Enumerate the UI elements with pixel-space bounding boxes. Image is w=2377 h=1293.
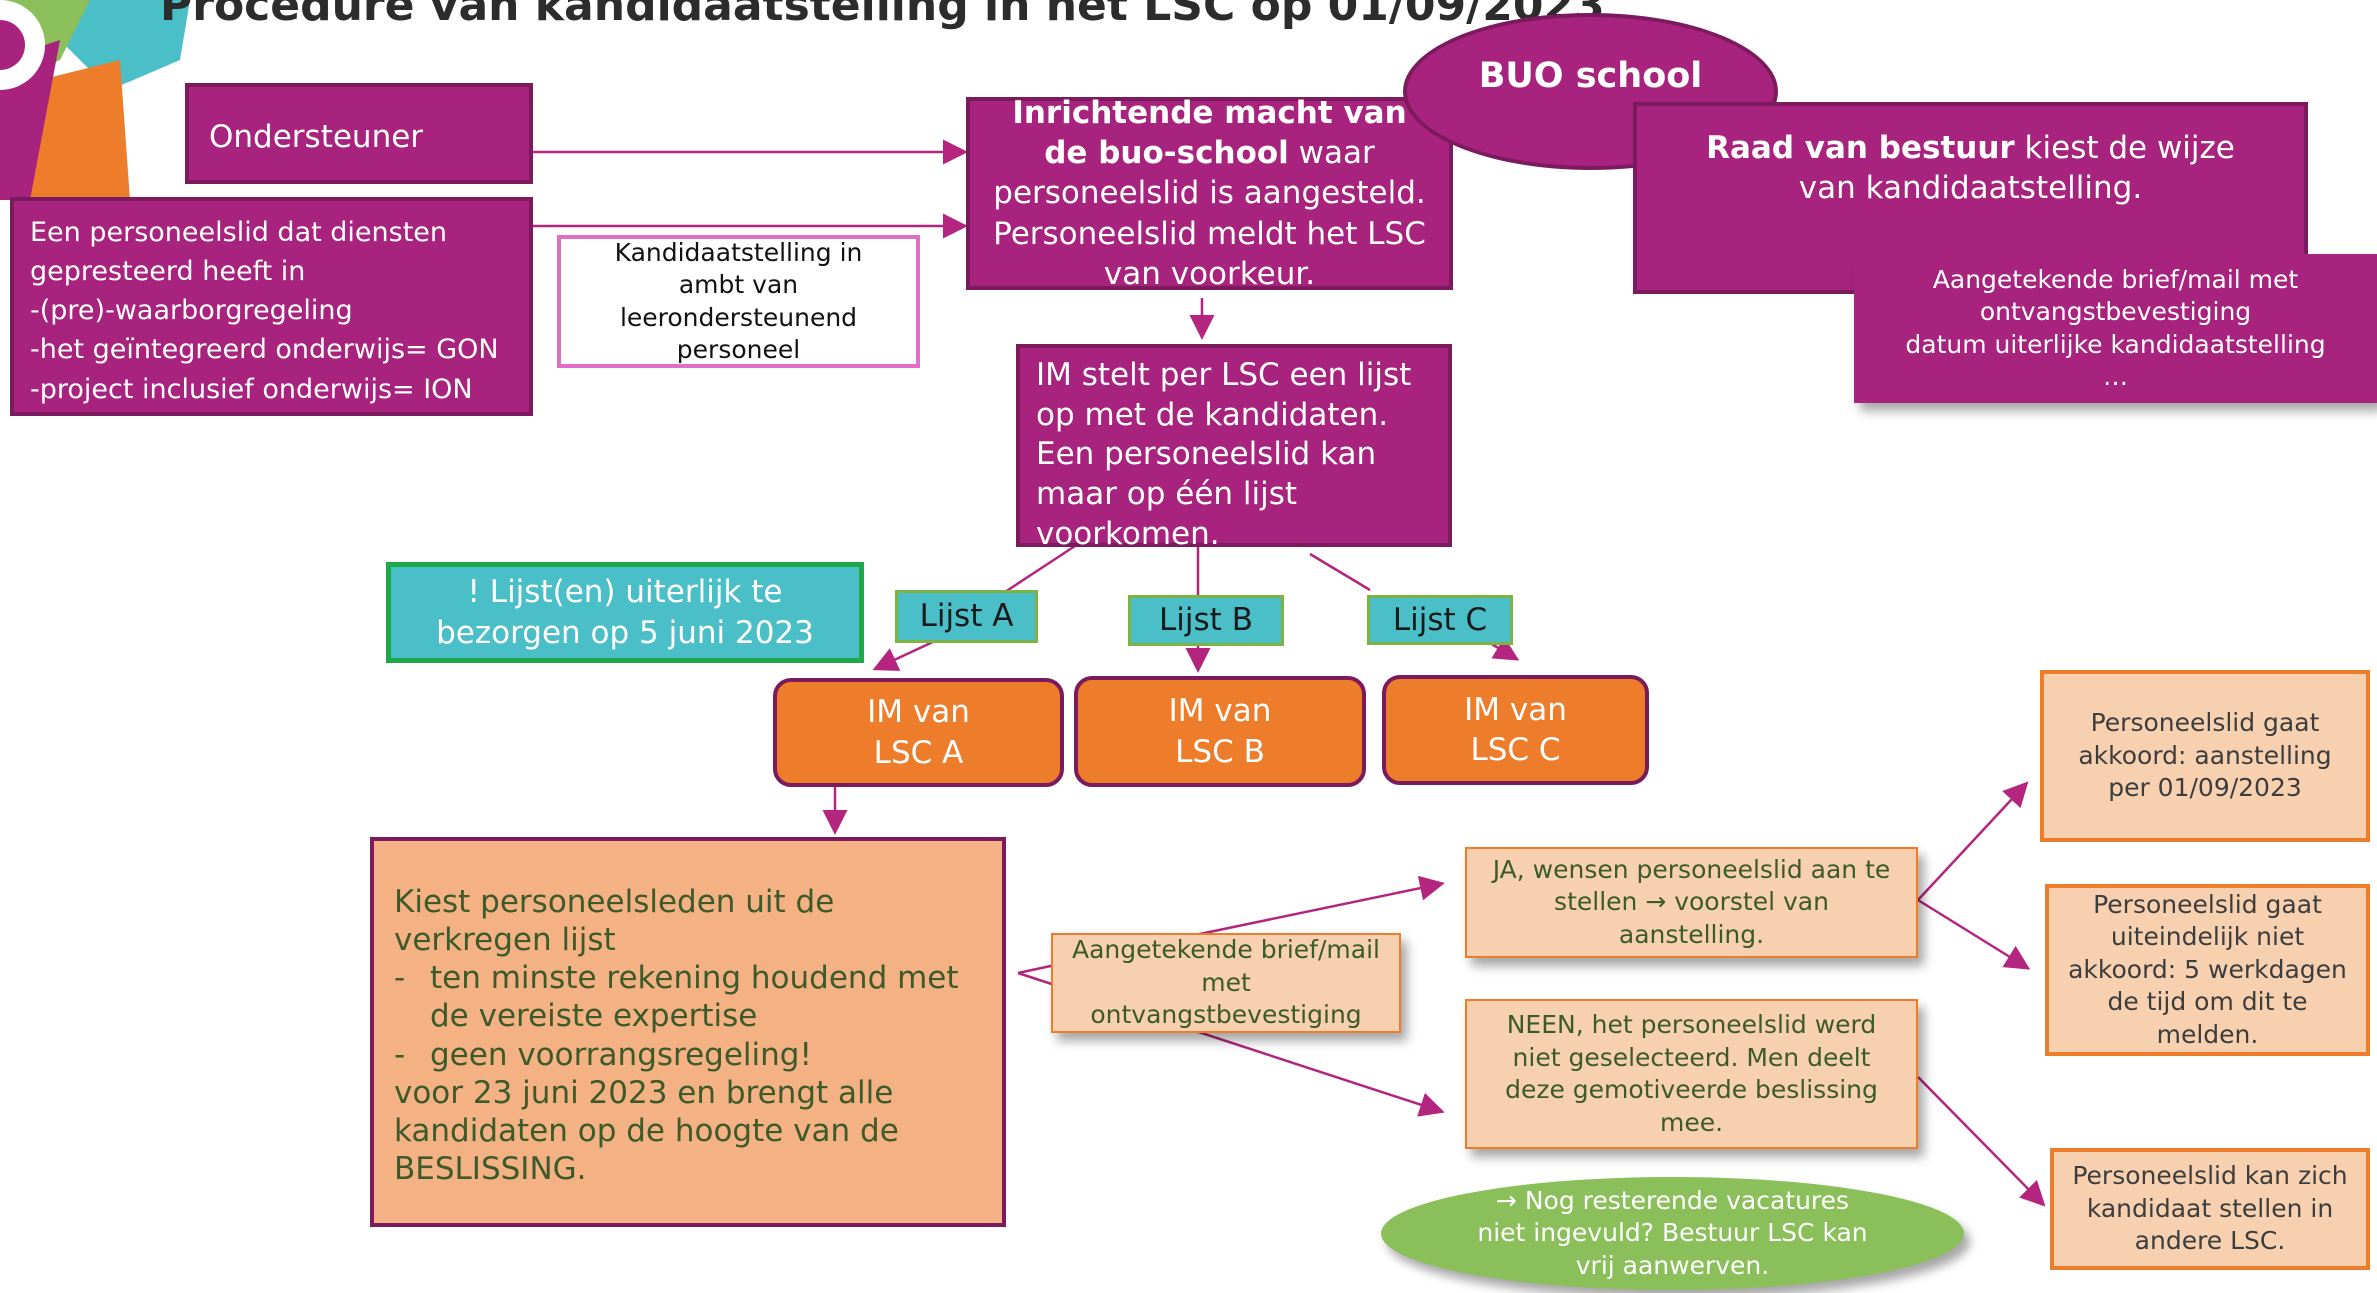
personeelslid-intro: Een personeelslid dat diensten geprestee… (30, 217, 448, 288)
raad-rest: kiest de wijze van kandidaatstelling. (1798, 129, 2235, 206)
ambt-label: Kandidaatstelling in ambt van leeronders… (614, 237, 863, 365)
kiest-box: Kiest personeelsleden uit de verkregen l… (370, 837, 1006, 1227)
akkoord-box: Personeelslid gaat akkoord: aanstelling … (2040, 670, 2370, 842)
personeelslid-box: Een personeelslid dat diensten geprestee… (10, 197, 533, 416)
lijst-a-text: Lijst A (919, 598, 1014, 635)
buo-school-label: BUO school (1478, 55, 1703, 96)
aangetekend-top-line3: … (2103, 362, 2128, 391)
kiest-bullet-text: ten minste rekening houdend met de verei… (430, 960, 959, 1035)
personeelslid-item: -het geïntegreerd onderwijs= GON (30, 334, 499, 366)
im-lsc-a-line2: LSC A (873, 734, 964, 771)
im-lsc-b-box: IM van LSC B (1074, 676, 1366, 787)
resterend-text: → Nog resterende vacatures niet ingevuld… (1477, 1185, 1868, 1280)
neen-text: NEEN, het personeelslid werd niet gesele… (1505, 1010, 1878, 1137)
inrichtende-macht-text: Inrichtende macht van de buo-school waar… (992, 93, 1427, 294)
im-lsc-a-line1: IM van (867, 694, 970, 731)
inrichtende-macht-box: Inrichtende macht van de buo-school waar… (966, 95, 1453, 292)
im-lijst-box: IM stelt per LSC een lijst op met de kan… (1016, 344, 1452, 552)
im-lsc-a-box: IM van LSC A (773, 678, 1064, 787)
aangetekend-mid-text: Aangetekende brief/mail met ontvangstbev… (1072, 935, 1380, 1030)
deadline-text: ! Lijst(en) uiterlijk te bezorgen op 5 j… (436, 574, 814, 651)
lijst-b-label: Lijst B (1128, 595, 1284, 646)
kiest-bullet: -ten minste rekening houdend met de vere… (394, 959, 984, 1035)
kiest-line2: voor 23 juni 2023 en brengt alle kandida… (394, 1074, 899, 1187)
page-title: Procedure van kandidaatstelling in het L… (160, 0, 1605, 31)
im-lsc-b-line1: IM van (1168, 693, 1272, 730)
personeelslid-item: -project inclusief onderwijs= ION (30, 373, 473, 405)
lijst-b-text: Lijst B (1159, 602, 1253, 639)
neen-box: NEEN, het personeelslid werd niet gesele… (1465, 999, 1918, 1149)
lijst-c-text: Lijst C (1392, 601, 1488, 638)
andere-lsc-text: Personeelslid kan zich kandidaat stellen… (2072, 1161, 2348, 1256)
im-lsc-c-box: IM van LSC C (1382, 675, 1649, 785)
andere-lsc-box: Personeelslid kan zich kandidaat stellen… (2050, 1148, 2370, 1270)
lijst-a-label: Lijst A (895, 590, 1038, 643)
aangetekend-top-line2: datum uiterlijke kandidaatstelling (1905, 329, 2326, 359)
ja-box: JA, wensen personeelslid aan te stellen … (1465, 847, 1918, 958)
inrichtende-macht-rest: waar personeelslid is aangesteld. Person… (993, 135, 1426, 292)
im-lijst-text: IM stelt per LSC een lijst op met de kan… (1036, 357, 1412, 552)
im-lsc-c-line2: LSC C (1470, 732, 1561, 768)
ja-text: JA, wensen personeelslid aan te stellen … (1492, 854, 1891, 949)
buo-school-ellipse: BUO school (1403, 13, 1778, 170)
im-lsc-c-line1: IM van (1464, 691, 1567, 728)
im-lsc-b-line2: LSC B (1175, 733, 1265, 770)
raad-bold: Raad van bestuur (1706, 129, 2015, 166)
logo-graphic (0, 0, 190, 200)
ondersteuner-label: Ondersteuner (209, 119, 424, 155)
akkoord-text: Personeelslid gaat akkoord: aanstelling … (2078, 708, 2332, 803)
aangetekend-top-box: Aangetekende brief/mail met ontvangstbev… (1854, 254, 2377, 403)
niet-akkoord-box: Personeelslid gaat uiteindelijk niet akk… (2045, 884, 2370, 1056)
niet-akkoord-text: Personeelslid gaat uiteindelijk niet akk… (2068, 889, 2347, 1049)
kiest-bullet: -geen voorrangsregeling! (394, 1036, 812, 1073)
inrichtende-macht-bold: Inrichtende macht van de buo-school (1012, 94, 1407, 172)
aangetekend-top-line1: Aangetekende brief/mail met ontvangstbev… (1932, 264, 2299, 327)
ambt-box: Kandidaatstelling in ambt van leeronders… (557, 235, 920, 368)
deadline-box: ! Lijst(en) uiterlijk te bezorgen op 5 j… (386, 562, 864, 663)
personeelslid-item: -(pre)-waarborgregeling (30, 295, 353, 327)
resterend-ellipse: → Nog resterende vacatures niet ingevuld… (1381, 1177, 1964, 1290)
ondersteuner-box: Ondersteuner (185, 83, 533, 184)
aangetekend-mid-box: Aangetekende brief/mail met ontvangstbev… (1051, 933, 1401, 1033)
lijst-c-label: Lijst C (1367, 595, 1513, 645)
raad-text: Raad van bestuur kiest de wijze van kand… (1697, 128, 2244, 209)
kiest-line1: Kiest personeelsleden uit de verkregen l… (394, 884, 835, 959)
kiest-bullet-text: geen voorrangsregeling! (430, 1036, 812, 1073)
